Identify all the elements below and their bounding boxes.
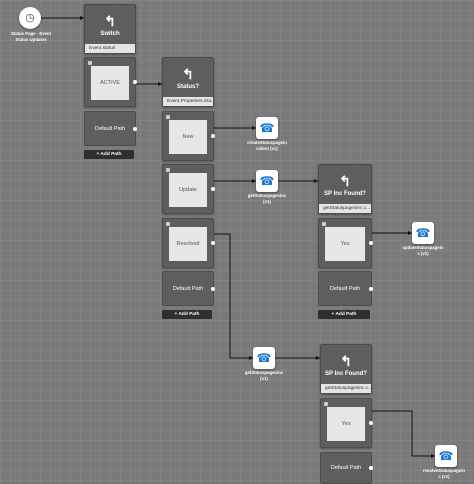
branch-handle[interactable] xyxy=(324,402,328,406)
action-label-line2: c (v1) xyxy=(417,250,429,256)
clock-icon: ◷ xyxy=(25,11,35,24)
action-label-line1: resolveStatuspagein xyxy=(422,468,466,473)
output-port[interactable] xyxy=(369,421,373,425)
action-label: createStatuspagein cident (v1) xyxy=(238,140,296,151)
switch-icon: ↰ xyxy=(182,65,194,82)
branch-yes[interactable]: Yes xyxy=(318,218,373,268)
start-label: Status Page - Event Status Updates xyxy=(2,31,60,42)
action-label-line1: updateStatuspagein xyxy=(402,245,444,250)
branch-default-path[interactable]: Default Path xyxy=(320,452,373,484)
branch-resolved[interactable]: Resolved xyxy=(162,218,215,268)
branch-label: Resolved xyxy=(169,227,207,261)
branch-label: Update xyxy=(169,173,207,207)
start-label-line2: Status Updates xyxy=(15,36,47,42)
action-label: resolveStatuspagein c (v1) xyxy=(415,468,473,479)
node-title: SP Inc Found? xyxy=(324,190,366,197)
switch-node-sp-inc-found[interactable]: ↰ SP Inc Found? getStatuspagesinc.c... xyxy=(320,344,372,394)
phone-icon: ☎ xyxy=(259,174,275,188)
action-label-line2: cident (v1) xyxy=(256,145,278,151)
branch-update[interactable]: Update xyxy=(162,164,215,214)
branch-label: Default Path xyxy=(329,285,361,292)
branch-handle[interactable] xyxy=(322,222,326,226)
output-port[interactable] xyxy=(369,466,373,470)
switch-node-event-status[interactable]: ↰ Switch Event.status xyxy=(84,4,136,54)
output-port[interactable] xyxy=(211,241,215,245)
action-label-line1: getStatuspagesinc xyxy=(244,370,284,375)
node-title: SP Inc Found? xyxy=(325,370,367,377)
phone-icon: ☎ xyxy=(415,226,431,240)
phone-icon: ☎ xyxy=(259,121,275,135)
node-title: Status? xyxy=(176,83,199,90)
action-label: getStatuspagesinc (v1) xyxy=(235,370,293,381)
node-subtitle: Event.status xyxy=(85,44,135,53)
branch-active[interactable]: ACTIVE xyxy=(84,57,137,107)
node-subtitle: getStatuspagesinc.c... xyxy=(321,384,371,393)
branch-handle[interactable] xyxy=(166,115,170,119)
action-label-line1: createStatuspagein xyxy=(247,140,287,145)
branch-label: Default Path xyxy=(172,285,204,292)
start-trigger[interactable]: ◷ xyxy=(19,7,41,29)
action-resolve-statuspage-inc[interactable]: ☎ xyxy=(435,445,457,467)
output-port[interactable] xyxy=(369,241,373,245)
branch-label: Yes xyxy=(325,227,365,261)
action-label: updateStatuspagein c (v1) xyxy=(394,245,452,256)
branch-default-path[interactable]: Default Path xyxy=(84,111,137,146)
add-path-button[interactable]: + Add Path xyxy=(84,150,134,159)
action-label-line1: getStatuspagesinc xyxy=(247,193,287,198)
branch-default-path[interactable]: Default Path xyxy=(162,271,215,306)
switch-icon: ↰ xyxy=(340,352,352,369)
switch-icon: ↰ xyxy=(339,172,351,189)
output-port[interactable] xyxy=(133,126,137,131)
node-subtitle: Event.Properties.Sta... xyxy=(163,97,213,106)
switch-icon: ↰ xyxy=(104,12,116,29)
branch-handle[interactable] xyxy=(166,168,170,172)
add-path-button[interactable]: + Add Path xyxy=(318,310,370,319)
output-port[interactable] xyxy=(211,187,215,191)
branch-handle[interactable] xyxy=(166,222,170,226)
switch-node-status[interactable]: ↰ Status? Event.Properties.Sta... xyxy=(162,57,214,107)
branch-label: Yes xyxy=(327,407,365,441)
action-get-statuspages-inc[interactable]: ☎ xyxy=(253,347,275,369)
branch-yes[interactable]: Yes xyxy=(320,398,373,448)
output-port[interactable] xyxy=(133,80,137,84)
action-label-line2: c (v1) xyxy=(438,473,450,479)
action-label-line2: (v1) xyxy=(263,198,271,204)
branch-default-path[interactable]: Default Path xyxy=(318,271,373,306)
branch-label: Default Path xyxy=(330,465,362,471)
action-label-line2: (v1) xyxy=(260,375,268,381)
action-label: getStatuspagesinc (v1) xyxy=(238,193,296,204)
node-title: Switch xyxy=(100,30,120,37)
action-get-statuspages-inc[interactable]: ☎ xyxy=(256,170,278,192)
branch-label: ACTIVE xyxy=(91,66,129,100)
action-create-statuspage-incident[interactable]: ☎ xyxy=(256,117,278,139)
branch-label: New xyxy=(169,120,207,154)
phone-icon: ☎ xyxy=(438,449,454,463)
output-port[interactable] xyxy=(369,286,373,291)
branch-handle[interactable] xyxy=(88,61,92,65)
branch-new[interactable]: New xyxy=(162,111,215,161)
branch-label: Default Path xyxy=(94,125,126,132)
add-path-button[interactable]: + Add Path xyxy=(162,310,212,319)
node-subtitle: getStatuspagesinc.c... xyxy=(319,204,371,213)
output-port[interactable] xyxy=(211,134,215,138)
switch-node-sp-inc-found[interactable]: ↰ SP Inc Found? getStatuspagesinc.c... xyxy=(318,164,372,214)
start-label-line1: Status Page - Event xyxy=(10,31,52,36)
action-update-statuspage-inc[interactable]: ☎ xyxy=(412,222,434,244)
phone-icon: ☎ xyxy=(256,351,272,365)
output-port[interactable] xyxy=(211,286,215,291)
